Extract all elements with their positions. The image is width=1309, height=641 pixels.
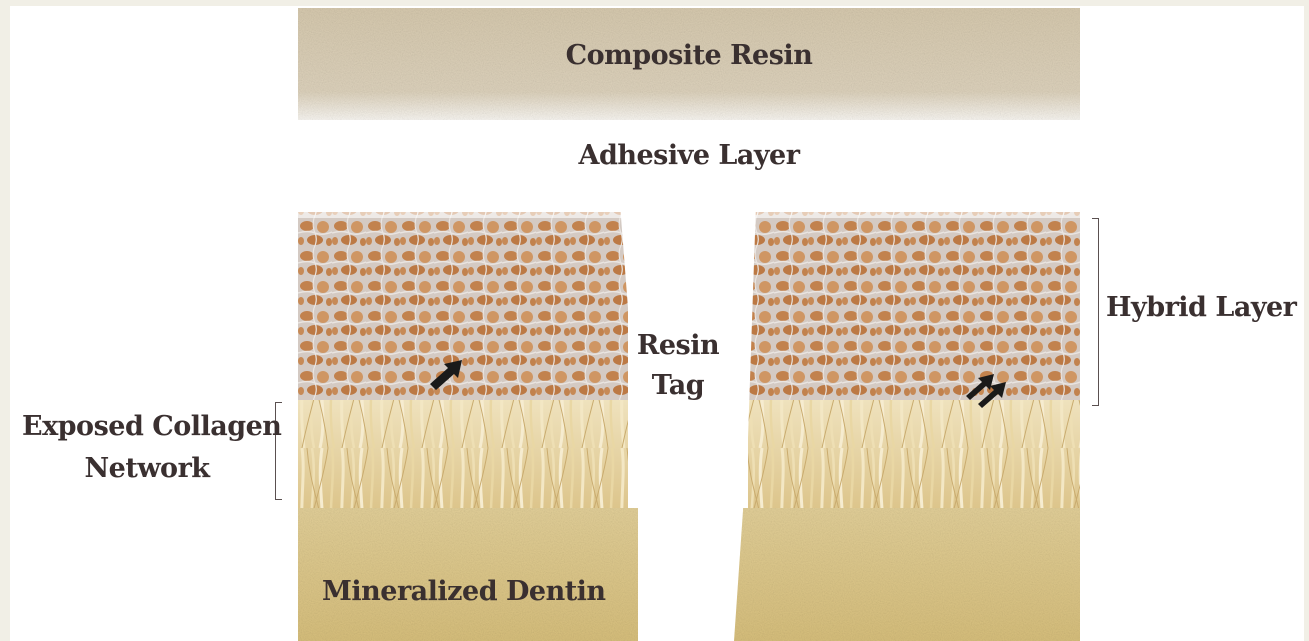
hybrid-layer-bracket — [1092, 218, 1099, 406]
collagen-network-left — [298, 400, 628, 512]
exposed-collagen-label-line2: Network — [22, 453, 272, 484]
right-margin — [1304, 0, 1309, 641]
hybrid-layer-right — [748, 212, 1080, 404]
dentin-adhesive-diagram: Composite Resin Adhesive Layer Resin Tag… — [298, 8, 1080, 641]
resin-tag-label-line1: Resin — [628, 330, 728, 361]
hybrid-layer-left — [298, 212, 628, 404]
composite-resin-label: Composite Resin — [298, 40, 1080, 71]
resin-tag — [620, 204, 756, 641]
mineralized-dentin-right — [728, 508, 1080, 641]
hybrid-layer-label: Hybrid Layer — [1106, 292, 1296, 323]
top-margin — [0, 0, 1309, 6]
mineralized-dentin-label: Mineralized Dentin — [322, 576, 606, 607]
left-margin — [0, 0, 10, 641]
resin-tag-label-line2: Tag — [628, 370, 728, 401]
collagen-network-right — [748, 400, 1080, 512]
adhesive-layer-label: Adhesive Layer — [298, 140, 1080, 171]
mineralized-dentin-left — [298, 508, 638, 641]
exposed-collagen-label-line1: Exposed Collagen — [22, 411, 272, 442]
